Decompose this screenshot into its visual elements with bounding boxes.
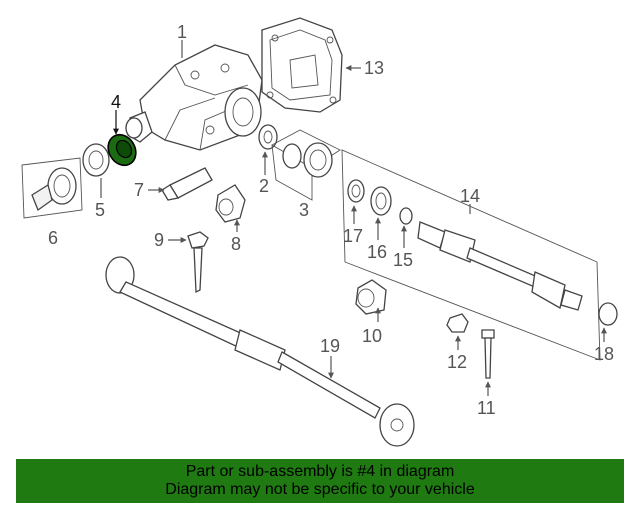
banner-line-1: Part or sub-assembly is #4 in diagram xyxy=(185,463,455,480)
ring-set-part-6 xyxy=(21,157,83,219)
seal-set-part-3 xyxy=(271,129,341,201)
banner-line-2: Diagram may not be specific to your vehi… xyxy=(165,481,475,498)
leader-lines xyxy=(100,40,607,396)
callout-15: 15 xyxy=(393,250,413,270)
ring-part-15 xyxy=(399,207,413,225)
differential-housing xyxy=(125,44,263,151)
callout-3: 3 xyxy=(299,200,309,220)
callout-labels: 1 2 3 4 5 6 7 8 9 10 11 12 13 14 15 16 1… xyxy=(48,22,614,418)
callout-6: 6 xyxy=(48,228,58,248)
ring-part-17 xyxy=(347,179,365,203)
parts-diagram: 1 2 3 4 5 6 7 8 9 10 11 12 13 14 15 16 1… xyxy=(21,17,618,447)
sealant-tube-part-7 xyxy=(161,167,213,201)
callout-16: 16 xyxy=(367,242,387,262)
callout-2: 2 xyxy=(259,176,269,196)
bushing-part-10 xyxy=(355,279,387,315)
seal-part-4-highlighted xyxy=(107,133,137,167)
callout-9: 9 xyxy=(154,230,164,250)
info-banner: Part or sub-assembly is #4 in diagram Di… xyxy=(16,459,624,503)
callout-11: 11 xyxy=(477,398,496,418)
callout-12: 12 xyxy=(447,352,467,372)
bolt-part-11 xyxy=(481,329,495,379)
bolt-part-9 xyxy=(187,231,209,294)
callout-1: 1 xyxy=(177,22,187,42)
ring-part-16 xyxy=(370,186,392,216)
callout-14: 14 xyxy=(460,186,480,206)
callout-17: 17 xyxy=(343,226,363,246)
differential-cover xyxy=(261,17,343,113)
callout-5: 5 xyxy=(95,200,105,220)
callout-4: 4 xyxy=(111,92,121,112)
callout-8: 8 xyxy=(231,234,241,254)
callout-18: 18 xyxy=(594,344,614,364)
seal-part-2 xyxy=(258,124,278,150)
cap-part-18 xyxy=(598,302,618,326)
axle-shaft-part-14 xyxy=(341,149,601,361)
callout-7: 7 xyxy=(134,180,144,200)
bushing-part-8 xyxy=(215,184,246,223)
driveshaft-part-19 xyxy=(105,256,415,447)
callout-19: 19 xyxy=(320,336,340,356)
bearing-part-5 xyxy=(82,143,110,177)
callout-10: 10 xyxy=(362,326,382,346)
callout-13: 13 xyxy=(364,58,384,78)
nut-part-12 xyxy=(446,313,469,333)
